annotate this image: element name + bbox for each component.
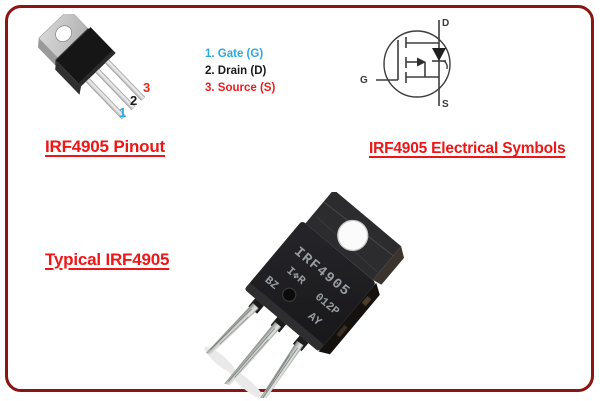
transistor-photo-graphic: IRF4905 I❖R 012P BZ AY	[204, 192, 405, 398]
terminal-gate-label: G	[360, 75, 368, 86]
symbol-heading: IRF4905 Electrical Symbols	[369, 140, 566, 157]
photo-heading: Typical IRF4905	[45, 250, 170, 269]
mosfet-symbol: D G S	[355, 10, 465, 118]
transistor-photo: IRF4905 I❖R 012P BZ AY	[200, 192, 445, 398]
legend-item-gate: 1. Gate (G)	[205, 48, 264, 60]
mosfet-symbol-graphic: D G S	[360, 18, 451, 110]
legend-item-source: 3. Source (S)	[205, 82, 276, 94]
to220-render-graphic	[37, 14, 146, 120]
body-diode	[432, 48, 448, 70]
terminal-drain-label: D	[442, 18, 449, 29]
pin-legend: 1. Gate (G) 2. Drain (D) 3. Source (S)	[205, 46, 275, 97]
package-dimple	[282, 287, 297, 302]
pinout-heading: IRF4905 Pinout	[45, 137, 166, 156]
channel-arrow	[417, 57, 426, 67]
legend-item-drain: 2. Drain (D)	[205, 65, 267, 77]
pin-label-1: 1	[119, 105, 127, 120]
terminal-source-label: S	[442, 99, 449, 110]
pin-label-2: 2	[130, 93, 138, 108]
pin-label-3: 3	[143, 80, 151, 95]
pinout-render	[28, 14, 178, 129]
